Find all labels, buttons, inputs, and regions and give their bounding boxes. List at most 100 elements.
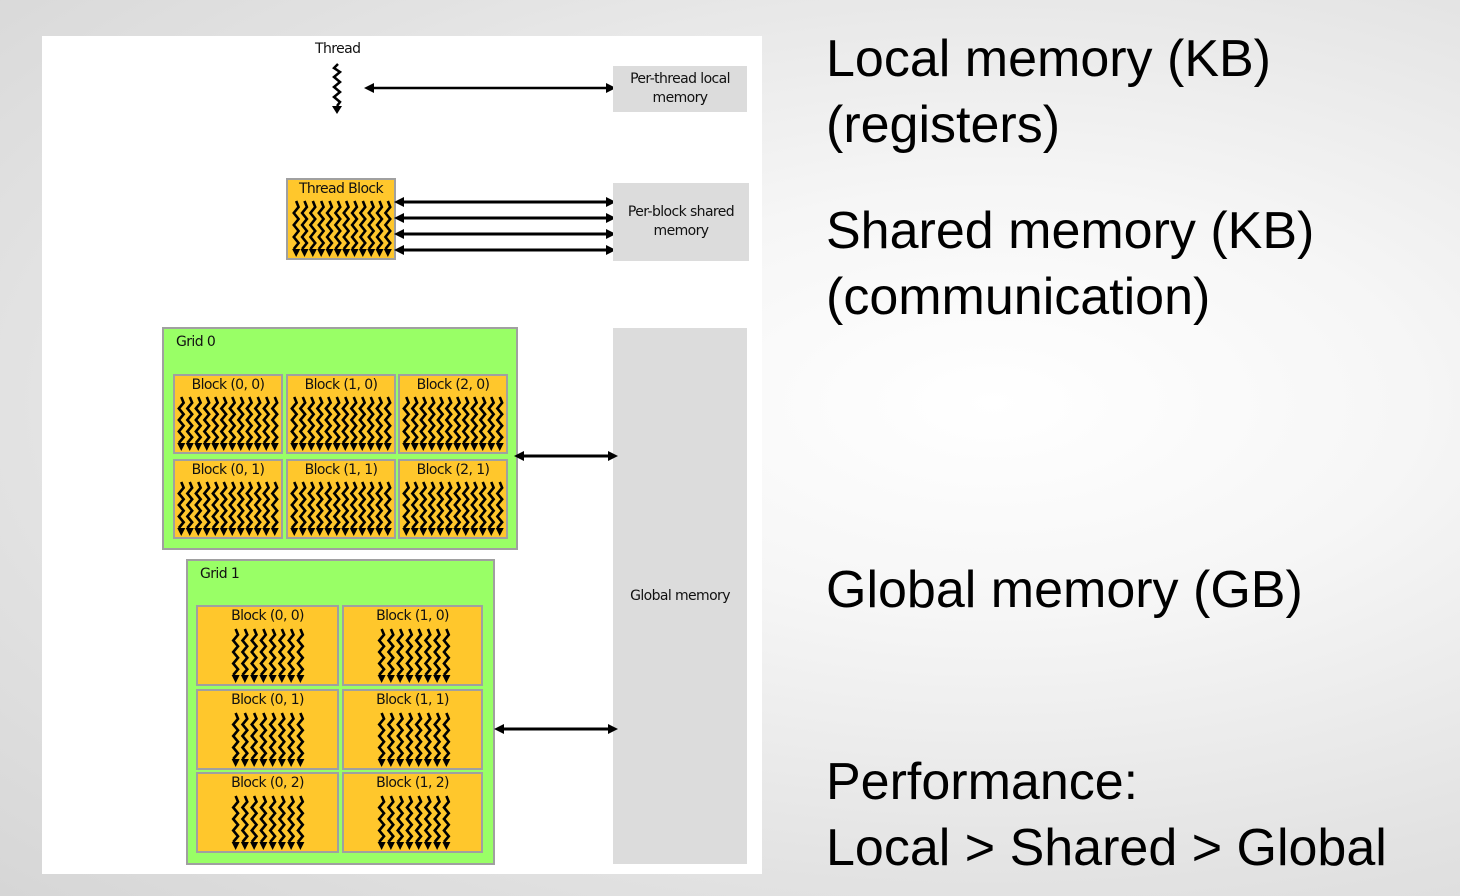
thread-arrowhead: [177, 443, 186, 451]
thread-glyph: [342, 200, 351, 250]
thread-arrowhead: [219, 528, 228, 536]
thread-arrowhead: [259, 675, 268, 683]
arrowhead-right: [606, 213, 616, 223]
thread-arrowhead: [240, 842, 249, 850]
thread-glyph: [290, 481, 299, 529]
thread-glyph: [300, 200, 309, 250]
thread-arrowhead: [349, 443, 358, 451]
thread-arrowhead: [287, 675, 296, 683]
block-label: Block (0, 1): [191, 462, 265, 478]
shared-memory-title: Shared memory (KB): [826, 202, 1315, 260]
thread-glyph: [324, 481, 333, 529]
thread-arrowhead: [427, 443, 436, 451]
thread-arrowhead: [423, 675, 432, 683]
thread-glyph: [383, 481, 392, 529]
thread-arrowhead: [414, 759, 423, 767]
thread-block-label: Thread Block: [298, 181, 384, 197]
block-label: Block (2, 1): [416, 462, 490, 478]
thread-arrowhead: [470, 443, 479, 451]
thread-glyph: [453, 396, 462, 444]
thread-glyph: [386, 712, 395, 760]
thread-arrowhead: [396, 842, 405, 850]
thread-glyph: [236, 481, 245, 529]
local-memory-title: Local memory (KB): [826, 30, 1271, 88]
grid-0-global-memory-arrow: [514, 451, 618, 461]
thread-arrowhead: [377, 759, 386, 767]
thread-arrowhead: [419, 528, 428, 536]
thread-arrowhead: [419, 443, 428, 451]
thread-arrowhead: [333, 249, 342, 257]
thread-arrowhead: [453, 443, 462, 451]
thread-glyph: [211, 481, 220, 529]
thread-arrowhead: [236, 443, 245, 451]
local-memory-label-line2: memory: [652, 90, 709, 106]
thread-arrowhead: [253, 528, 262, 536]
thread-glyph: [366, 481, 375, 529]
thread-glyph: [349, 481, 358, 529]
global-memory-bullet: Global memory (GB): [826, 557, 1303, 623]
threads-icon: [290, 396, 392, 451]
thread-glyph: [444, 481, 453, 529]
thread-arrowhead: [423, 759, 432, 767]
thread-glyph: [410, 481, 419, 529]
thread-arrowhead: [386, 675, 395, 683]
shared-memory-subtitle: (communication): [826, 268, 1211, 326]
thread-arrowhead: [296, 759, 305, 767]
thread-arrowhead: [402, 443, 411, 451]
local-memory-label-line1: Per-thread local: [630, 71, 730, 87]
thread-arrowhead: [377, 842, 386, 850]
threads-icon: [402, 396, 504, 451]
thread-arrowhead: [478, 443, 487, 451]
grid-1-global-memory-arrow: [494, 724, 618, 734]
thread-glyph: [296, 712, 305, 760]
thread-arrowhead: [386, 759, 395, 767]
shared-memory-label-line1: Per-block shared: [627, 204, 735, 220]
thread-arrowhead: [342, 249, 351, 257]
threads-icon: [377, 795, 451, 850]
thread-arrowhead: [470, 528, 479, 536]
thread-glyph: [495, 481, 504, 529]
thread-glyph: [240, 795, 249, 843]
thread-glyph: [253, 481, 262, 529]
thread-arrowhead: [444, 443, 453, 451]
thread-arrowhead: [324, 528, 333, 536]
thread-arrowhead: [444, 528, 453, 536]
thread-arrowhead: [375, 528, 384, 536]
thread-arrowhead: [307, 528, 316, 536]
thread-glyph: [478, 481, 487, 529]
thread-glyph: [268, 628, 277, 676]
thread-arrowhead: [211, 443, 220, 451]
thread-arrowhead: [442, 842, 451, 850]
thread-arrowhead: [240, 759, 249, 767]
thread-glyph: [405, 712, 414, 760]
thread-arrowhead: [231, 759, 240, 767]
thread-glyph: [268, 712, 277, 760]
thread-glyph: [349, 396, 358, 444]
thread-glyph: [277, 628, 286, 676]
per-thread-local-memory: Per-thread local memory: [613, 66, 747, 112]
thread-arrowhead: [410, 443, 419, 451]
arrowhead-right: [606, 245, 616, 255]
thread-arrowhead: [270, 528, 279, 536]
thread-glyph: [307, 396, 316, 444]
threads-icon: [292, 200, 392, 257]
thread-glyph: [444, 396, 453, 444]
thread-arrowhead: [262, 443, 271, 451]
thread-arrowhead: [236, 528, 245, 536]
thread-glyph: [317, 200, 326, 250]
thread-glyph: [307, 481, 316, 529]
thread-arrowhead: [296, 842, 305, 850]
thread-glyph: [402, 396, 411, 444]
thread-glyph: [324, 396, 333, 444]
thread-arrowhead: [298, 443, 307, 451]
performance-title: Performance:: [826, 753, 1139, 811]
thread-glyph: [414, 628, 423, 676]
thread-glyph: [231, 712, 240, 760]
thread-arrowhead: [262, 528, 271, 536]
thread-arrowhead: [292, 249, 301, 257]
thread-arrowhead: [202, 528, 211, 536]
grid-0-block: Block (2, 0): [398, 374, 508, 454]
thread-glyph: [277, 712, 286, 760]
thread-glyph: [358, 481, 367, 529]
